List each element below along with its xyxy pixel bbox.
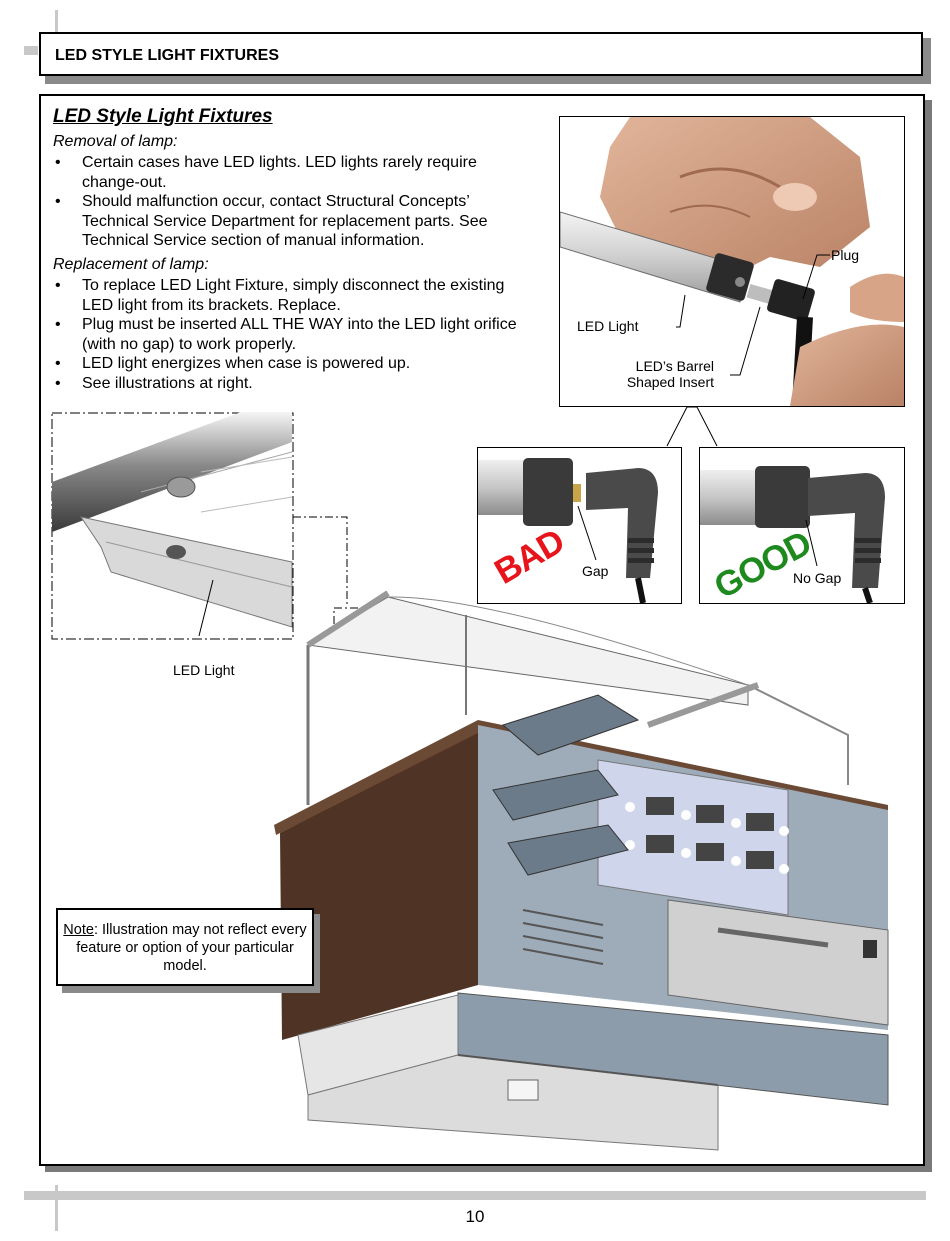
page-number: 10 [465, 1207, 485, 1226]
page-title: LED STYLE LIGHT FIXTURES [55, 47, 280, 64]
note-box: Note: Illustration may not reflect every… [56, 908, 314, 986]
list-item: Certain cases have LED lights. LED light… [53, 153, 533, 192]
no-gap-label: No Gap [793, 570, 842, 586]
note-text: : Illustration may not reflect every fea… [76, 922, 307, 974]
display-case-illustration [274, 590, 889, 1151]
replacement-list: To replace LED Light Fixture, simply dis… [53, 276, 533, 393]
barrel-label-line1: LED’s Barrel [635, 358, 714, 374]
barrel-label: LED’s Barrel Shaped Insert [622, 358, 714, 390]
margin-line [55, 1185, 58, 1231]
removal-list: Certain cases have LED lights. LED light… [53, 153, 533, 251]
list-item: To replace LED Light Fixture, simply dis… [53, 276, 533, 315]
header-rule [24, 46, 38, 55]
replacement-heading: Replacement of lamp: [53, 256, 209, 273]
section-header: LED STYLE LIGHT FIXTURES [39, 32, 923, 76]
list-item: LED light energizes when case is powered… [53, 354, 533, 374]
list-item: Should malfunction occur, contact Struct… [53, 192, 533, 251]
plug-label: Plug [831, 247, 860, 263]
margin-line [55, 10, 58, 32]
removal-heading: Removal of lamp: [53, 133, 178, 150]
gap-connection-illustration [478, 458, 658, 603]
gap-label: Gap [582, 563, 609, 579]
no-gap-connection-illustration [700, 466, 885, 603]
hand-plug-illustration [560, 117, 904, 406]
detail-inset [51, 412, 375, 641]
bad-panel: BAD Gap [477, 447, 682, 604]
barrel-label-line2: Shaped Insert [626, 374, 714, 390]
list-item: See illustrations at right. [53, 374, 533, 394]
footer-rule [24, 1191, 926, 1200]
good-panel: GOOD No Gap [699, 447, 905, 604]
detail-led-label: LED Light [173, 662, 235, 678]
led-light-label: LED Light [577, 318, 639, 334]
list-item: Plug must be inserted ALL THE WAY into t… [53, 315, 533, 354]
callout-connector [666, 406, 718, 447]
note-prefix: Note [63, 922, 94, 938]
plug-photo: Plug LED Light LED’s Barrel Shaped Inser… [559, 116, 905, 407]
section-title: LED Style Light Fixtures [53, 106, 273, 127]
